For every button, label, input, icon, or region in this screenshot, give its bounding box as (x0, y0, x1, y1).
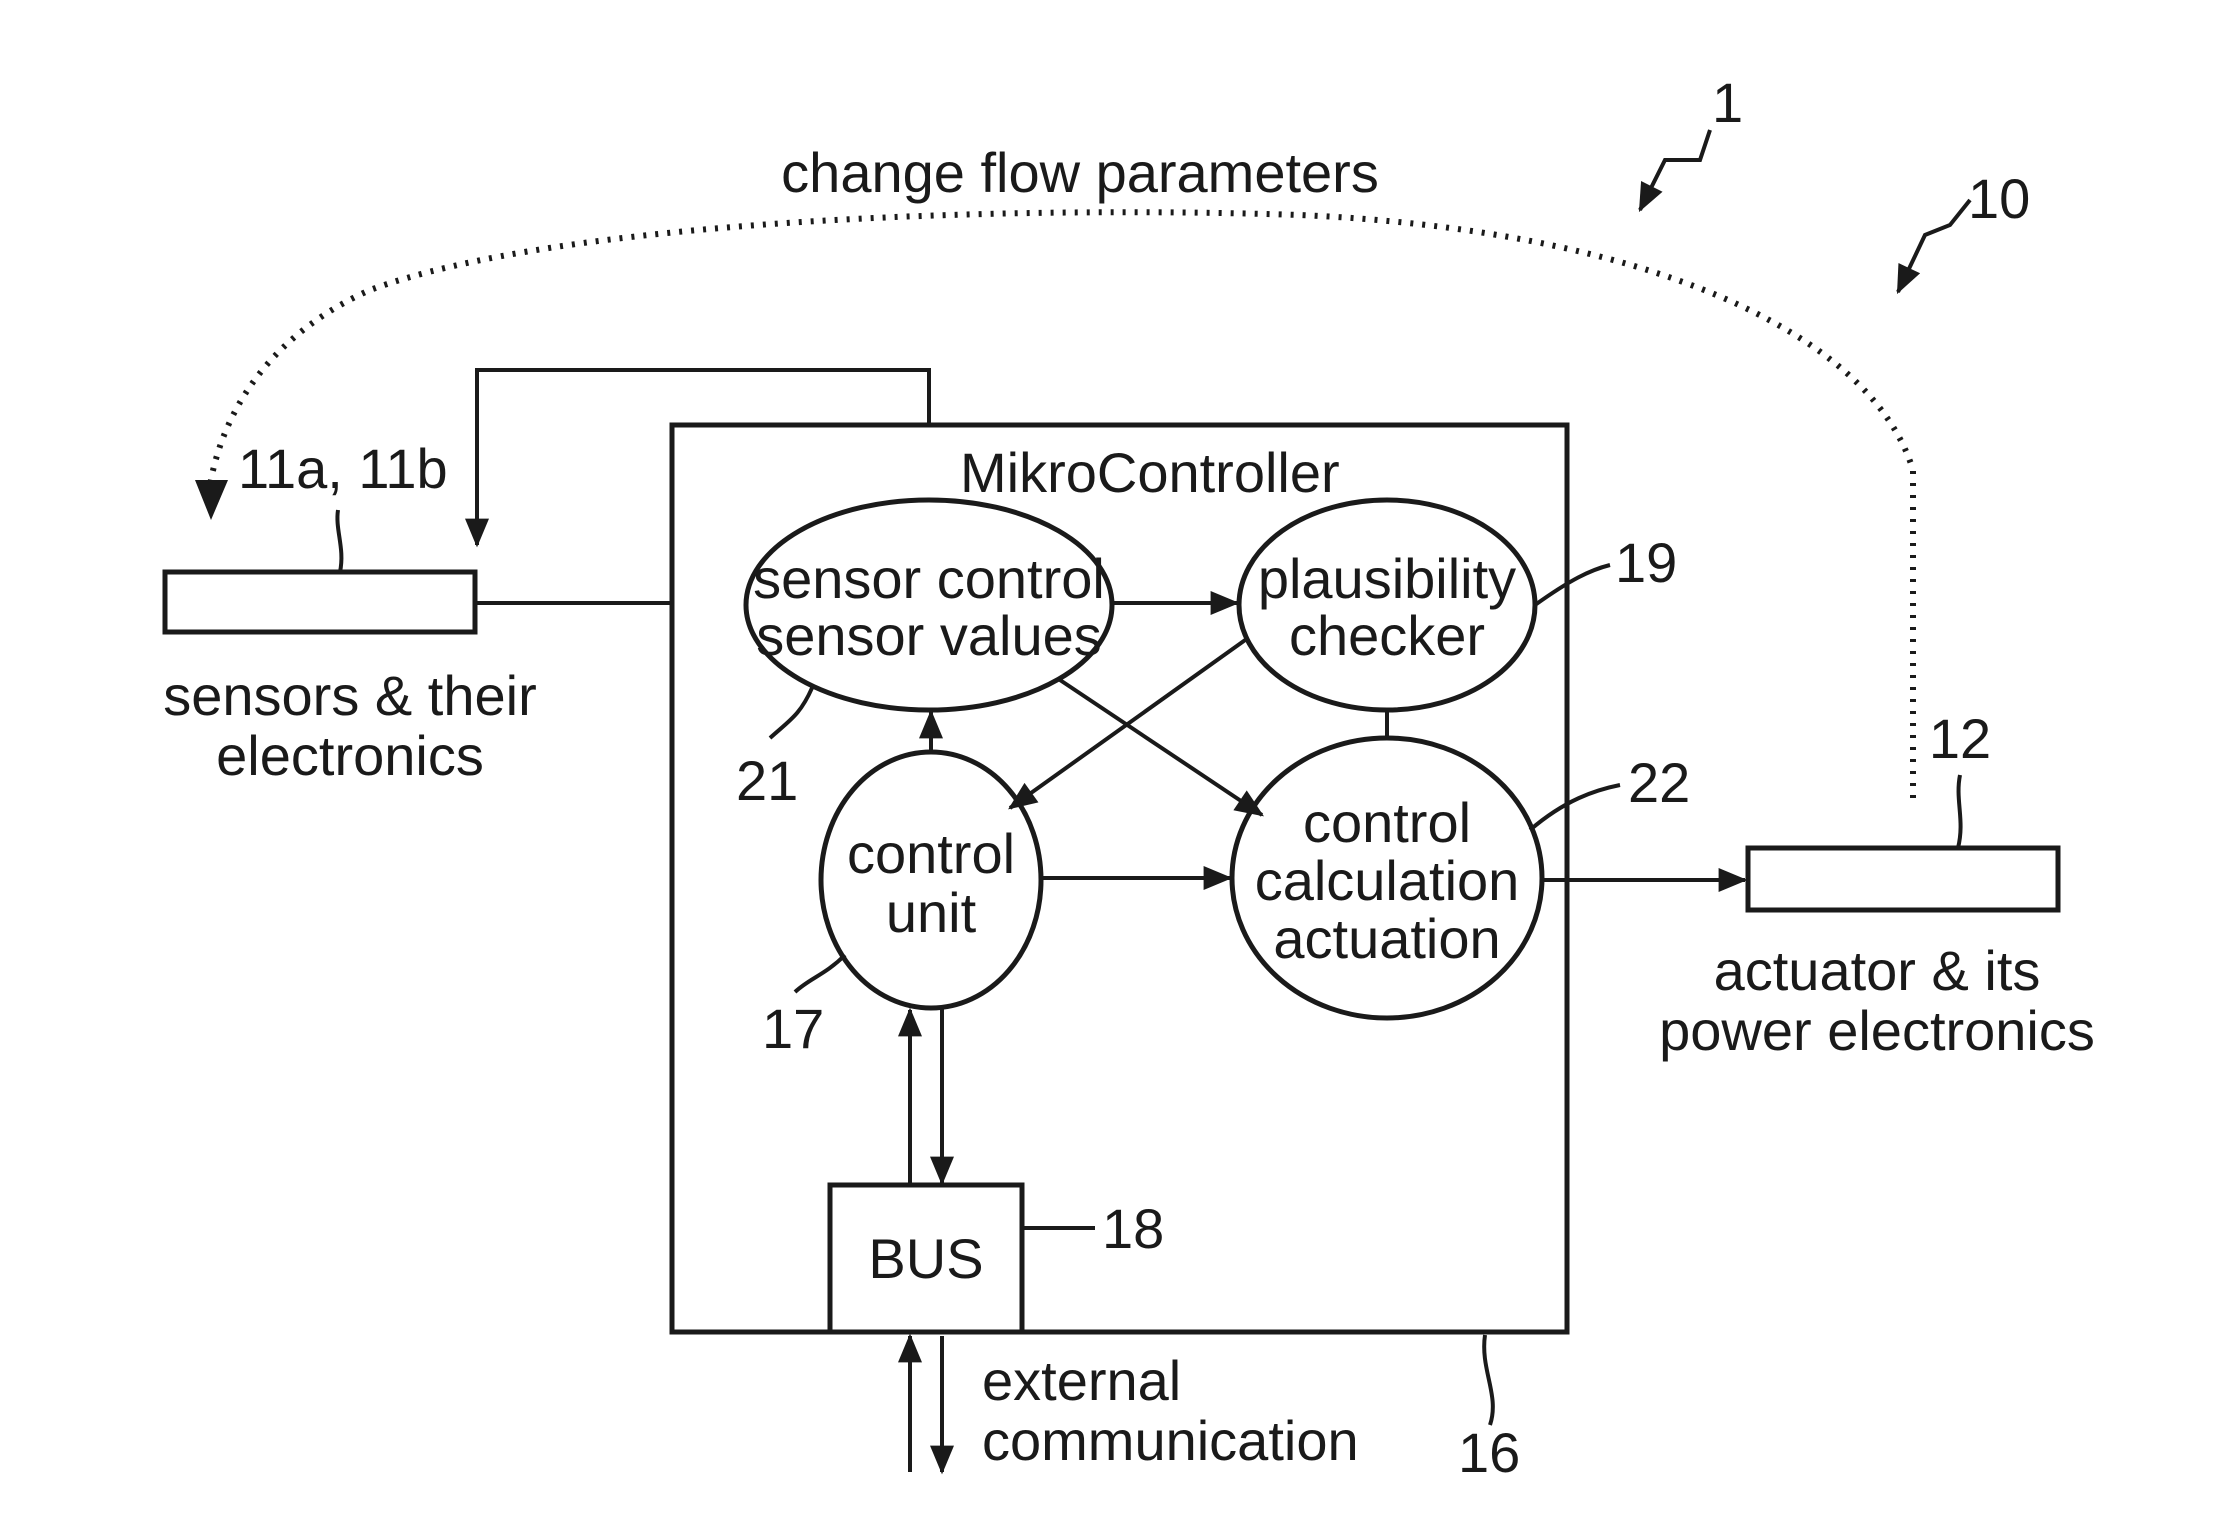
sensor-control-line1: sensor control (753, 547, 1105, 610)
external-label-line1: external (982, 1349, 1181, 1412)
sensors-label-line2: electronics (216, 724, 484, 787)
external-label-line2: communication (982, 1409, 1359, 1472)
sensors-ref-label: 11a, 11b (238, 437, 448, 500)
plausibility-line1: plausibility (1258, 547, 1516, 610)
control-unit-line2: unit (886, 881, 977, 944)
sensors-label-line1: sensors & their (163, 664, 537, 727)
sensors-box (165, 572, 475, 632)
control-calc-ref-number: 22 (1628, 751, 1690, 814)
microcontroller-ref-number: 16 (1458, 1421, 1520, 1484)
plausibility-line2: checker (1289, 604, 1485, 667)
actuator-box (1748, 848, 2058, 910)
control-unit-ref-number: 17 (762, 997, 824, 1060)
plausibility-ref-number: 19 (1615, 531, 1677, 594)
system-ref-leader (1898, 200, 1970, 292)
bus-label: BUS (868, 1227, 983, 1290)
control-calc-line3: actuation (1273, 907, 1500, 970)
system-ref-number: 10 (1968, 167, 2030, 230)
figure-ref-leader (1640, 130, 1710, 210)
sensor-control-line2: sensor values (756, 604, 1102, 667)
control-unit-line1: control (847, 822, 1015, 885)
actuator-ref-leader (1958, 775, 1961, 848)
microcontroller-title: MikroController (960, 441, 1340, 504)
control-calc-line2: calculation (1255, 849, 1520, 912)
control-calc-line1: control (1303, 791, 1471, 854)
figure-ref-number: 1 (1712, 71, 1743, 134)
feedback-label: change flow parameters (781, 141, 1379, 204)
actuator-label-line2: power electronics (1659, 999, 2095, 1062)
actuator-ref-number: 12 (1929, 707, 1991, 770)
bus-ref-number: 18 (1102, 1197, 1164, 1260)
actuator-label-line1: actuator & its (1714, 939, 2041, 1002)
sensor-control-ref-number: 21 (736, 749, 798, 812)
microcontroller-ref-leader (1484, 1335, 1493, 1425)
sensors-ref-leader (337, 510, 341, 572)
feedback-arrowhead (195, 480, 228, 520)
